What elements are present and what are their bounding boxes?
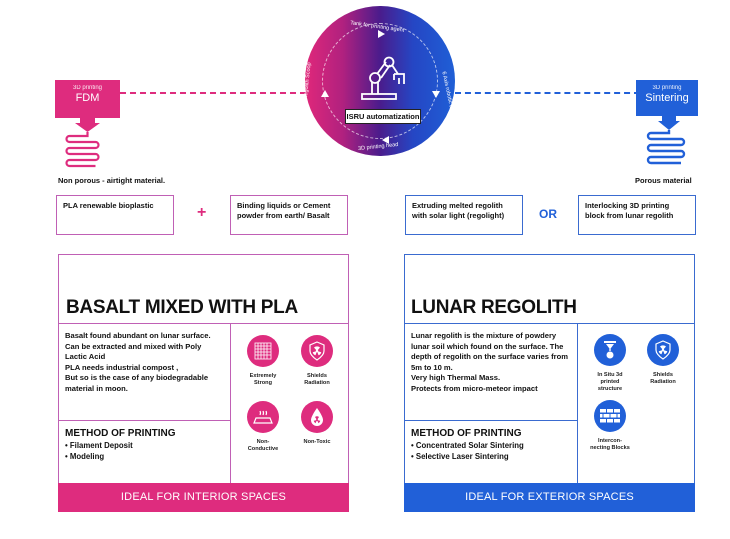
feature-non-conductive: Non-Conductive	[243, 401, 283, 453]
feature-label: Non-Conductive	[247, 439, 279, 452]
operator-or: OR	[539, 207, 557, 221]
basalt-desc-line: But so is the case of any biodegradable …	[65, 373, 209, 393]
feature-in-situ: In Situ 3d printed structure	[590, 334, 630, 393]
printer-fdm-sub: 3D printing	[72, 85, 102, 91]
shield-radiation-icon	[309, 341, 325, 361]
arrow-down-icon	[432, 91, 440, 98]
connector-left-dashed	[120, 92, 306, 94]
ingredient-binding: Binding liquids or Cement powder from ea…	[230, 195, 348, 235]
fdm-nozzle-icon	[65, 118, 100, 168]
footer-interior: IDEAL FOR INTERIOR SPACES	[58, 483, 349, 512]
footer-exterior: IDEAL FOR EXTERIOR SPACES	[404, 483, 695, 512]
panel-regolith-title: LUNAR REGOLITH	[411, 297, 577, 318]
ingredient-pla: PLA renewable bioplastic	[56, 195, 174, 235]
arrow-left-icon	[382, 136, 389, 144]
regolith-method-list: • Concentrated Solar Sintering • Selecti…	[411, 440, 524, 462]
panel-basalt-pla	[58, 254, 349, 484]
method-item: • Concentrated Solar Sintering	[411, 441, 524, 450]
method-item: • Modeling	[65, 452, 105, 461]
panel-basalt-method-divider	[58, 420, 230, 421]
regolith-description: Lunar regolith is the mixture of powdery…	[411, 331, 573, 395]
feature-shields-radiation: Shields Radiation	[297, 335, 337, 387]
fdm-property: Non porous - airtight material.	[58, 176, 166, 185]
method-item: • Filament Deposit	[65, 441, 133, 450]
shield-radiation-icon	[655, 340, 671, 360]
printer-sintering-box: 3D printing Sintering	[636, 80, 698, 116]
printer-fdm-name: FDM	[75, 92, 100, 104]
ingredient-regolight: Extruding melted regolith with solar lig…	[405, 195, 523, 235]
basalt-desc-line: Basalt found abundant on lunar surface.	[65, 331, 211, 340]
panel-basalt-vdivider	[230, 323, 231, 484]
feature-non-toxic: Non-Toxic	[297, 401, 337, 446]
feature-extremely-strong: Extremely Strong	[243, 335, 283, 387]
feature-label: Non-Toxic	[303, 439, 331, 445]
basalt-method-list: • Filament Deposit • Modeling	[65, 440, 133, 462]
basalt-desc-line: PLA needs industrial compost ,	[65, 362, 179, 372]
feature-label: Shields Radiation	[304, 373, 330, 386]
drop-radiation-icon	[311, 408, 323, 426]
operator-plus: +	[197, 204, 207, 221]
feature-label: Shields Radiation	[650, 372, 676, 385]
basalt-desc-line: Can be extracted and mixed with Poly Lac…	[65, 341, 202, 362]
arrow-up-icon	[321, 90, 329, 97]
basalt-method-title: METHOD OF PRINTING	[65, 428, 176, 439]
sintering-property: Porous material	[635, 176, 692, 185]
arrow-right-icon	[378, 30, 385, 38]
panel-lunar-regolith	[404, 254, 695, 484]
feature-shields-radiation: Shields Radiation	[643, 334, 683, 386]
printer-fdm-box: 3D printing FDM	[55, 80, 120, 118]
panel-regolith-method-divider	[404, 420, 577, 421]
regolith-method-title: METHOD OF PRINTING	[411, 428, 522, 439]
feature-interconnecting-blocks: Intercon-necting Blocks	[590, 400, 630, 452]
panel-basalt-divider	[58, 323, 349, 324]
regolith-desc-line: Very high Thermal Mass.	[411, 373, 501, 383]
basalt-description: Basalt found abundant on lunar surface. …	[65, 331, 225, 395]
printer-sintering-name: Sintering	[645, 92, 689, 104]
robotic-arm-icon	[361, 56, 405, 100]
feature-label: Intercon-necting Blocks	[590, 438, 630, 451]
regolith-desc-line: Protects from micro-meteor impact	[411, 383, 538, 393]
regolith-desc-line: Lunar regolith is the mixture of powdery…	[411, 331, 568, 372]
panel-basalt-title: BASALT MIXED WITH PLA	[66, 297, 298, 318]
brick-wall-icon	[600, 409, 620, 423]
sintering-nozzle-icon	[646, 116, 686, 165]
method-item: • Selective Laser Sintering	[411, 452, 509, 461]
ingredient-interlocking: Interlocking 3D printing block from luna…	[578, 195, 696, 235]
feature-label: Extremely Strong	[249, 373, 277, 386]
in-situ-print-icon	[604, 341, 616, 359]
panel-regolith-divider	[404, 323, 695, 324]
grid-mesh-icon	[254, 342, 272, 360]
hub-title: ISRU automatization	[345, 109, 421, 124]
panel-regolith-vdivider	[577, 323, 578, 484]
connector-right-dashed	[455, 92, 640, 94]
feature-label: In Situ 3d printed structure	[597, 372, 623, 392]
heat-surface-icon	[253, 410, 273, 424]
cycle-ring	[322, 23, 438, 139]
printer-sintering-sub: 3D printing	[652, 85, 682, 91]
